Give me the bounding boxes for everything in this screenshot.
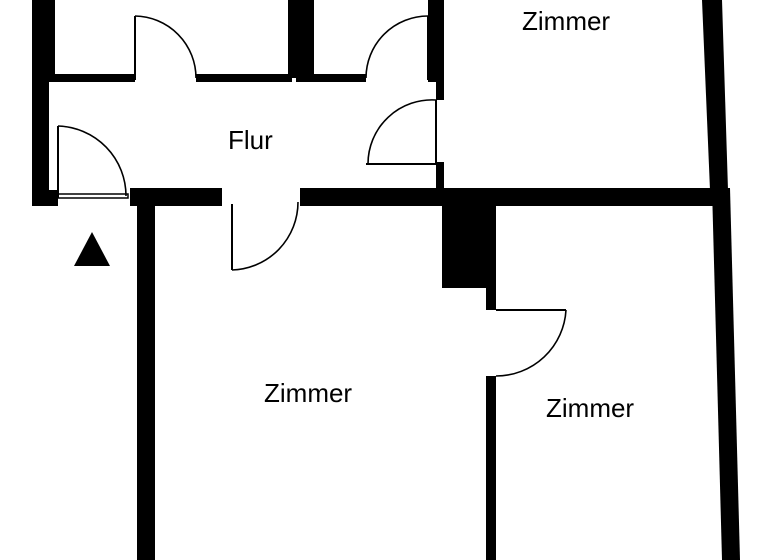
wall-outer-left: [32, 0, 49, 206]
wall-middle-b: [300, 188, 730, 206]
wall-top-right-divider: [428, 0, 436, 82]
wall-bottom-divider-upper: [486, 188, 496, 310]
wall-bottom-left-outer: [137, 188, 155, 560]
wall-top-room-left: [49, 0, 55, 78]
wall-hall-right-lower: [436, 162, 444, 198]
door-entrance: [57, 125, 129, 199]
wall-outer-right-top: [702, 0, 728, 190]
door-top-middle: [365, 15, 429, 80]
wall-bottom-divider-lower: [486, 376, 496, 560]
wall-top-left-bottom-a: [49, 74, 135, 82]
room-label-top-right: Zimmer: [522, 6, 610, 36]
wall-entrance-bottom: [32, 190, 58, 206]
room-label-bottom-right: Zimmer: [546, 393, 634, 423]
wall-top-pillar-thin: [296, 0, 302, 20]
wall-top-left-bottom-b: [196, 74, 292, 82]
triangle-up-icon: [74, 232, 110, 266]
door-top-left: [134, 15, 197, 80]
door-top-right-room: [366, 99, 437, 165]
door-bottom-left-room: [231, 201, 299, 271]
door-bottom-right-room: [495, 309, 567, 377]
walls: [32, 0, 740, 560]
wall-hall-right: [436, 0, 444, 100]
wall-chimney: [442, 188, 494, 288]
room-label-bottom-left: Zimmer: [264, 378, 352, 408]
wall-top-mid-bottom: [296, 74, 366, 82]
wall-outer-right-bottom: [712, 188, 740, 560]
room-label-hall: Flur: [228, 125, 273, 155]
doors: [57, 15, 567, 377]
